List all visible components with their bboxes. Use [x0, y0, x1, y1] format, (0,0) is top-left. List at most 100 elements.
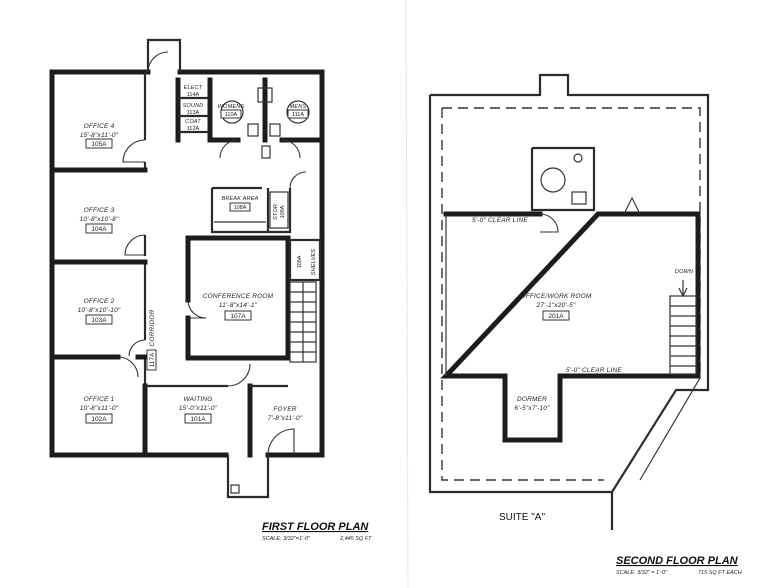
conference-label: CONFERENCE ROOM 11'-8"x14'-1" 107A [203, 293, 274, 321]
front-porch [226, 455, 270, 499]
second-floor-tp-icon [573, 153, 583, 163]
coat-number: 112A [187, 126, 200, 132]
porch-column [230, 484, 240, 494]
dormer-name: DORMER [517, 396, 547, 403]
office3-name: OFFICE 3 [84, 207, 115, 214]
office3-number: 104A [91, 226, 107, 233]
shelves-name: SHELVES [311, 249, 317, 276]
coat-label: COAT 112A [185, 119, 201, 132]
office-work-room-label: OFFICE/WORK ROOM 27'-1"x20'-5" 201A [520, 293, 592, 321]
second-floor-sink-icon [571, 191, 587, 205]
coat-name: COAT [185, 119, 201, 125]
office2-name: OFFICE 2 [84, 298, 115, 305]
break-name: BREAK AREA [222, 196, 259, 202]
first-floor-scale: SCALE: 3/32"=1'-0" [262, 536, 311, 542]
sound-number: 113A [187, 110, 200, 116]
second-floor-plan-title: SECOND FLOOR PLAN [616, 555, 739, 567]
conference-dims: 11'-8"x14'-1" [219, 302, 258, 309]
elect-label: ELECT 114A [184, 85, 203, 98]
office4-number: 105A [91, 141, 107, 148]
corridor-name: CORRIDOR [149, 309, 156, 346]
roof-valley-line [611, 389, 677, 493]
second-floor-bath [530, 146, 596, 212]
chase-icon [257, 87, 273, 103]
roof-valley-line-inner [639, 377, 701, 481]
office-work-number: 201A [548, 313, 564, 320]
sound-name: SOUND [183, 103, 204, 109]
office1-number: 102A [91, 416, 107, 423]
corridor-number: 117A [149, 352, 156, 367]
waiting-dims: 15'-0"x11'-0" [179, 405, 218, 412]
first-floor-plan-title: FIRST FLOOR PLAN [262, 521, 369, 533]
second-floor-toilet-icon [540, 167, 566, 193]
office1-name: OFFICE 1 [84, 396, 115, 403]
stor-label: STOR 109A [273, 204, 286, 220]
second-floor-stair [669, 280, 697, 375]
closet-106a-number: 106A [297, 255, 303, 268]
stor-number: 109A [280, 205, 286, 218]
clear-line-bottom-label: 5'-0" CLEAR LINE [566, 367, 622, 374]
elect-number: 114A [187, 92, 200, 98]
break-number: 108A [234, 205, 247, 211]
shelves-label: SHELVES [311, 249, 317, 276]
closet-106a [288, 238, 322, 282]
suite-label: SUITE "A" [499, 512, 545, 523]
mens-number: 111A [292, 112, 304, 118]
sheet-fold-line [405, 0, 409, 588]
foyer-dims: 7'-8"x11'-0" [268, 415, 303, 422]
office1-dims: 10'-8"x11'-0" [80, 405, 119, 412]
stair-down-label: DOWN [675, 269, 693, 275]
womens-name: WOMENS [218, 104, 245, 110]
second-floor-scale: SCALE: 3/32" = 1'-0" [616, 570, 668, 576]
elect-name: ELECT [184, 85, 203, 91]
conference-name: CONFERENCE ROOM [203, 293, 274, 300]
rear-entry-vestibule [146, 38, 182, 72]
storage-109a [269, 191, 289, 229]
mens-label: MENS 111A [287, 104, 309, 119]
waiting-label: WAITING 15'-0"x11'-0" 101A [179, 396, 218, 424]
waiting-number: 101A [190, 416, 206, 423]
waiting-name: WAITING [183, 396, 212, 403]
womens-sink-icon [247, 123, 259, 137]
office4-label: OFFICE 4 15'-8"x11'-0" 105A [80, 123, 119, 149]
mens-toilet-icon [286, 100, 310, 124]
conference-number: 107A [230, 313, 246, 320]
break-area-wall [210, 186, 292, 234]
restroom-block-wall [175, 77, 325, 143]
mens-name: MENS [290, 104, 307, 110]
office2-dims: 10'-8"x10'-10" [78, 307, 121, 314]
office-work-name: OFFICE/WORK ROOM [520, 293, 591, 300]
office-work-room-wall [440, 211, 701, 443]
corridor-label: 117A CORRIDOR [146, 309, 157, 371]
stor-name: STOR [273, 204, 279, 220]
second-floor-area: 715 SQ FT EACH [698, 570, 742, 576]
closet-door-swing [623, 196, 641, 215]
office3-label: OFFICE 3 10'-8"x10'-8" 104A [80, 207, 119, 234]
break-label: BREAK AREA 108A [222, 196, 259, 212]
womens-label: WOMENS 110A [218, 104, 245, 119]
office3-dims: 10'-8"x10'-8" [80, 216, 119, 223]
office4-dims: 15'-8"x11'-0" [80, 132, 119, 139]
foyer-name: FOYER [273, 406, 296, 413]
office4-name: OFFICE 4 [84, 123, 115, 130]
foyer-label: FOYER 7'-8"x11'-0" [268, 406, 303, 422]
conference-room-wall [185, 235, 291, 361]
first-floor-area: 2,445 SQ FT [339, 536, 372, 542]
drinking-fountain-icon [261, 145, 271, 159]
first-floor-stair [289, 281, 317, 363]
dormer-label: DORMER 6'-5"x7'-10" [514, 396, 549, 412]
office2-label: OFFICE 2 10'-8"x10'-10" 103A [78, 298, 121, 325]
office1-label: OFFICE 1 10'-8"x11'-0" 102A [80, 396, 119, 424]
sound-label: SOUND 113A [183, 103, 204, 116]
bath-door-swing [539, 213, 559, 233]
second-floor-plan: DOWN 5'-0" CLEAR LINE 5'-0" CLEAR LINE O… [428, 73, 742, 576]
womens-number: 110A [225, 112, 238, 118]
first-floor-doors [117, 51, 307, 456]
mens-sink-icon [269, 123, 281, 137]
closet-106a-label: 106A [297, 255, 303, 268]
office2-number: 103A [91, 317, 107, 324]
office-work-dims: 27'-1"x20'-5" [536, 302, 576, 309]
first-floor-plan: OFFICE 4 15'-8"x11'-0" 105A OFFICE 3 10'… [49, 38, 372, 542]
clear-line-top-label: 5'-0" CLEAR LINE [472, 217, 528, 224]
